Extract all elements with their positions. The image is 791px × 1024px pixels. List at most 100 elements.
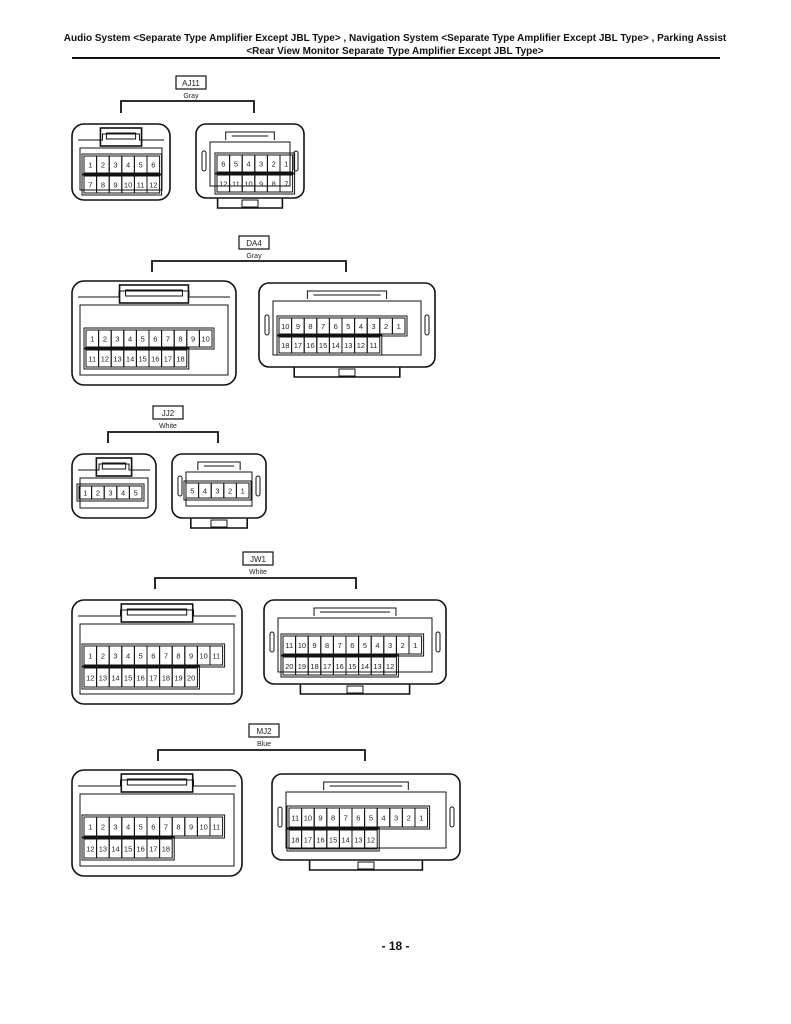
male-pin-label: 4 bbox=[128, 335, 132, 344]
female-side-slot-right bbox=[449, 806, 455, 828]
female-pin-label: 7 bbox=[284, 180, 288, 189]
female-pin-label: 1 bbox=[284, 160, 288, 169]
male-pin-label: 13 bbox=[113, 355, 121, 364]
male-pin-label: 16 bbox=[137, 845, 145, 854]
connector-color: Gray bbox=[246, 253, 262, 260]
male-pin-label: 16 bbox=[151, 355, 159, 364]
male-shoulder bbox=[78, 133, 164, 141]
female-pin-label: 5 bbox=[234, 160, 238, 169]
female-row-frame bbox=[280, 633, 425, 657]
female-pin-label: 2 bbox=[272, 160, 276, 169]
male-pin-label: 15 bbox=[124, 845, 132, 854]
connector-code: JW1 bbox=[250, 555, 267, 564]
male-pin-label: 4 bbox=[126, 652, 130, 661]
male-shoulder bbox=[78, 779, 236, 787]
male-inner-frame bbox=[79, 304, 229, 376]
male-housing bbox=[71, 453, 157, 519]
male-pin-label: 6 bbox=[153, 335, 157, 344]
male-pin-cell bbox=[146, 175, 161, 194]
female-housing bbox=[258, 282, 436, 368]
male-pin-label: 4 bbox=[126, 161, 130, 170]
male-pin-label: 10 bbox=[124, 181, 132, 190]
female-pin-label: 1 bbox=[397, 322, 401, 331]
male-pin-label: 13 bbox=[99, 845, 107, 854]
female-pin-label: 3 bbox=[394, 814, 398, 823]
male-pin-label: 17 bbox=[149, 674, 157, 683]
female-pin-label: 17 bbox=[323, 662, 331, 671]
female-pin-label: 6 bbox=[334, 322, 338, 331]
female-pin-label: 7 bbox=[321, 322, 325, 331]
header-line-1: Audio System <Separate Type Amplifier Ex… bbox=[63, 33, 727, 44]
female-pin-label: 8 bbox=[325, 641, 329, 650]
female-pin-cell bbox=[383, 656, 397, 676]
male-pin-label: 5 bbox=[139, 161, 143, 170]
female-pin-label: 2 bbox=[384, 322, 388, 331]
female-latch bbox=[306, 290, 388, 299]
female-pin-cell bbox=[366, 336, 381, 354]
connector-code: MJ2 bbox=[256, 727, 272, 736]
male-shoulder bbox=[78, 463, 150, 471]
male-pin-label: 10 bbox=[200, 823, 208, 832]
male-row-frame bbox=[81, 836, 175, 861]
female-pin-label: 5 bbox=[346, 322, 350, 331]
male-pin-label: 9 bbox=[189, 823, 193, 832]
female-pin-cell bbox=[279, 154, 294, 173]
male-pin-label: 8 bbox=[178, 335, 182, 344]
female-pin-label: 8 bbox=[272, 180, 276, 189]
female-inner-frame bbox=[209, 141, 291, 187]
female-pin-label: 7 bbox=[344, 814, 348, 823]
female-tail bbox=[293, 367, 401, 378]
male-pin-label: 15 bbox=[139, 355, 147, 364]
male-pin-label: 17 bbox=[149, 845, 157, 854]
female-pin-label: 6 bbox=[356, 814, 360, 823]
male-pin-label: 7 bbox=[164, 823, 168, 832]
female-pin-label: 11 bbox=[285, 641, 293, 650]
male-pin-label: 6 bbox=[151, 823, 155, 832]
male-latch bbox=[120, 773, 194, 793]
female-pin-label: 14 bbox=[342, 836, 350, 845]
male-shoulder bbox=[78, 609, 236, 617]
female-pin-label: 10 bbox=[281, 322, 289, 331]
male-pin-cell bbox=[209, 816, 224, 837]
male-pin-cell bbox=[128, 485, 143, 500]
male-pin-cell bbox=[146, 155, 161, 174]
male-latch-slot bbox=[126, 608, 188, 616]
female-pin-label: 6 bbox=[350, 641, 354, 650]
male-shoulder bbox=[78, 290, 230, 298]
female-pin-label: 5 bbox=[190, 487, 194, 496]
male-row-frame bbox=[81, 814, 226, 839]
female-latch bbox=[313, 607, 397, 616]
female-pin-label: 17 bbox=[294, 341, 302, 350]
male-inner-frame bbox=[79, 793, 235, 867]
female-tail-lock bbox=[241, 199, 259, 208]
male-pin-cell bbox=[198, 329, 213, 348]
female-row-frame bbox=[286, 805, 431, 830]
male-housing bbox=[71, 769, 243, 877]
male-pin-label: 14 bbox=[111, 845, 119, 854]
female-row-frame bbox=[214, 152, 296, 175]
male-pin-label: 16 bbox=[137, 674, 145, 683]
female-pin-cell bbox=[414, 807, 429, 828]
female-side-slot-left bbox=[177, 475, 183, 497]
female-pin-label: 2 bbox=[407, 814, 411, 823]
female-tail-lock bbox=[346, 685, 364, 694]
connector-bracket bbox=[151, 260, 347, 272]
male-housing bbox=[71, 280, 237, 386]
male-pin-label: 14 bbox=[126, 355, 134, 364]
male-pin-label: 11 bbox=[212, 652, 220, 661]
female-pin-label: 18 bbox=[291, 836, 299, 845]
connector-color: Gray bbox=[183, 93, 199, 100]
male-pin-label: 5 bbox=[139, 823, 143, 832]
female-pin-label: 4 bbox=[246, 160, 250, 169]
female-pin-label: 15 bbox=[348, 662, 356, 671]
connector-color: White bbox=[249, 569, 267, 576]
connector-code: AJ11 bbox=[182, 79, 200, 88]
female-pin-label: 9 bbox=[312, 641, 316, 650]
